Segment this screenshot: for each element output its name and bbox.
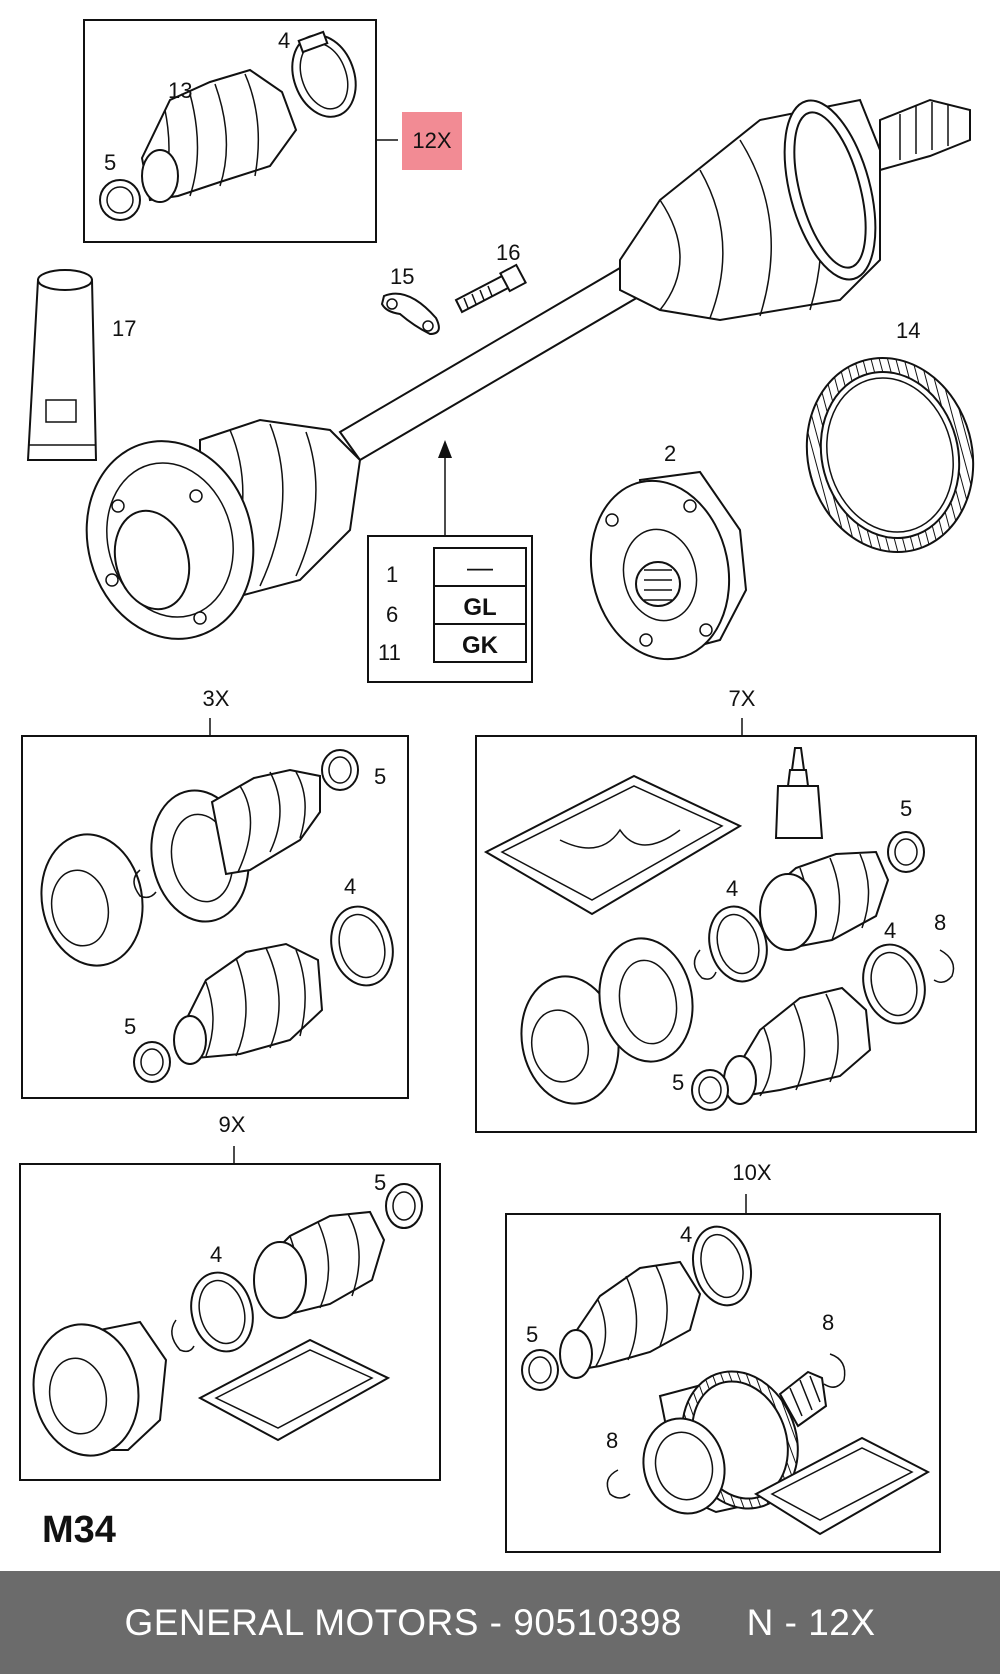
kit-3x-box <box>21 735 409 1099</box>
callout-4: 4 <box>210 1242 222 1267</box>
kit-12x-box: 12X 4 13 5 <box>83 19 462 243</box>
kit-9x-box <box>19 1163 441 1481</box>
callout-4: 4 <box>726 876 738 901</box>
bolt-icon <box>454 263 527 314</box>
callout-5: 5 <box>672 1070 684 1095</box>
variant-index: 1 <box>386 562 398 587</box>
callout-13: 13 <box>168 78 192 103</box>
variant-index: 6 <box>386 602 398 627</box>
callout-4: 4 <box>680 1222 692 1247</box>
boot-icon <box>140 68 298 203</box>
exploded-parts-diagram: 12X 4 13 5 17 15 <box>19 19 977 1553</box>
callout-15: 15 <box>390 264 414 289</box>
variant-table: 1 — 6 GL 11 GK <box>367 535 533 683</box>
callout-2: 2 <box>664 441 676 466</box>
callout-3x: 3X <box>203 686 230 711</box>
variant-code: GL <box>463 594 496 621</box>
kit-7x-box <box>475 735 977 1133</box>
variant-index: 11 <box>378 640 401 665</box>
callout-16: 16 <box>496 240 520 265</box>
callout-5: 5 <box>900 796 912 821</box>
callout-10x: 10X <box>732 1160 771 1185</box>
callout-4: 4 <box>278 28 290 53</box>
callout-5: 5 <box>374 1170 386 1195</box>
clamp-large-icon <box>291 30 357 118</box>
grease-tube-icon <box>26 269 98 461</box>
footer-code: N - 12X <box>746 1601 876 1643</box>
callout-4: 4 <box>344 874 356 899</box>
callout-12x: 12X <box>412 128 451 153</box>
kit-10x-box <box>505 1213 941 1553</box>
page-code: M34 <box>42 1509 116 1551</box>
callout-5: 5 <box>124 1014 136 1039</box>
footer-text: GENERAL MOTORS - 90510398 <box>124 1601 682 1643</box>
abs-ring-icon <box>805 356 975 554</box>
callout-8: 8 <box>822 1310 834 1335</box>
variant-code: GK <box>462 632 499 659</box>
bracket-icon <box>380 292 440 336</box>
callout-17: 17 <box>112 316 136 341</box>
highlight-12x <box>402 112 462 170</box>
variant-code: — <box>467 552 493 582</box>
callout-8: 8 <box>934 910 946 935</box>
callout-9x: 9X <box>219 1112 246 1137</box>
callout-5: 5 <box>526 1322 538 1347</box>
callout-14: 14 <box>896 318 920 343</box>
drive-shaft-assembly <box>85 98 971 640</box>
callout-8: 8 <box>606 1428 618 1453</box>
clamp-small-icon <box>99 179 141 221</box>
cv-joint-icon <box>589 470 748 661</box>
callout-5: 5 <box>104 150 116 175</box>
callout-7x: 7X <box>729 686 756 711</box>
footer-bar: GENERAL MOTORS - 90510398 N - 12X <box>0 1571 1000 1674</box>
callout-5: 5 <box>374 764 386 789</box>
callout-4: 4 <box>884 918 896 943</box>
